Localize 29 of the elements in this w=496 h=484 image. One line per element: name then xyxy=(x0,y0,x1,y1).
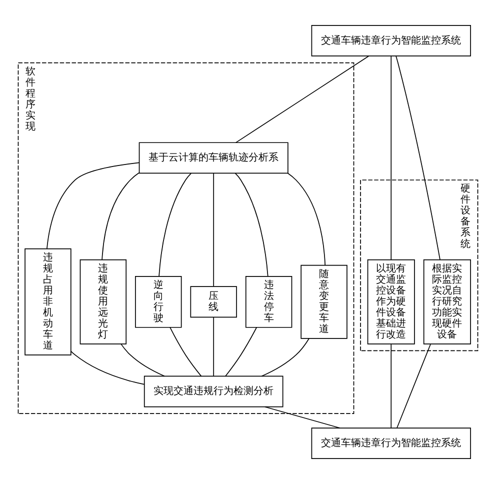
node-box: 压线 xyxy=(190,286,237,318)
node-box: 交通车辆违章行为智能监控系统 xyxy=(311,24,471,56)
node-box: 基于云计算的车辆轨迹分析系 xyxy=(138,142,288,174)
connector xyxy=(234,172,268,277)
connector xyxy=(158,173,192,277)
node-box: 违规占用非机动车道 xyxy=(24,248,72,356)
connector xyxy=(213,316,214,377)
connector xyxy=(46,162,140,249)
node-box: 交通车辆违章行为智能监控系统 xyxy=(311,428,471,460)
node-box: 随意变更车道 xyxy=(300,264,348,339)
connector xyxy=(120,344,165,377)
node-box: 以现有交通监控设备作为硬件设备基础进行改造 xyxy=(367,259,415,344)
node-box: 实现交通违规行为检测分析 xyxy=(144,376,284,408)
node-box: 逆向行驶 xyxy=(135,276,182,328)
connector xyxy=(261,338,310,377)
node-box: 根据实际监控实况自行研究功能实现硬件设备 xyxy=(423,259,471,344)
node-box: 违规使用远光灯 xyxy=(80,259,127,344)
connector xyxy=(390,56,392,260)
connector xyxy=(102,172,140,260)
connector xyxy=(225,326,258,377)
connector xyxy=(396,344,431,428)
connector xyxy=(287,172,326,266)
connector xyxy=(70,350,144,385)
connector xyxy=(170,327,202,377)
connector xyxy=(235,56,370,143)
connector xyxy=(396,56,440,260)
node-box: 违法停车 xyxy=(245,276,292,328)
connector xyxy=(213,173,214,287)
connector xyxy=(390,344,392,428)
